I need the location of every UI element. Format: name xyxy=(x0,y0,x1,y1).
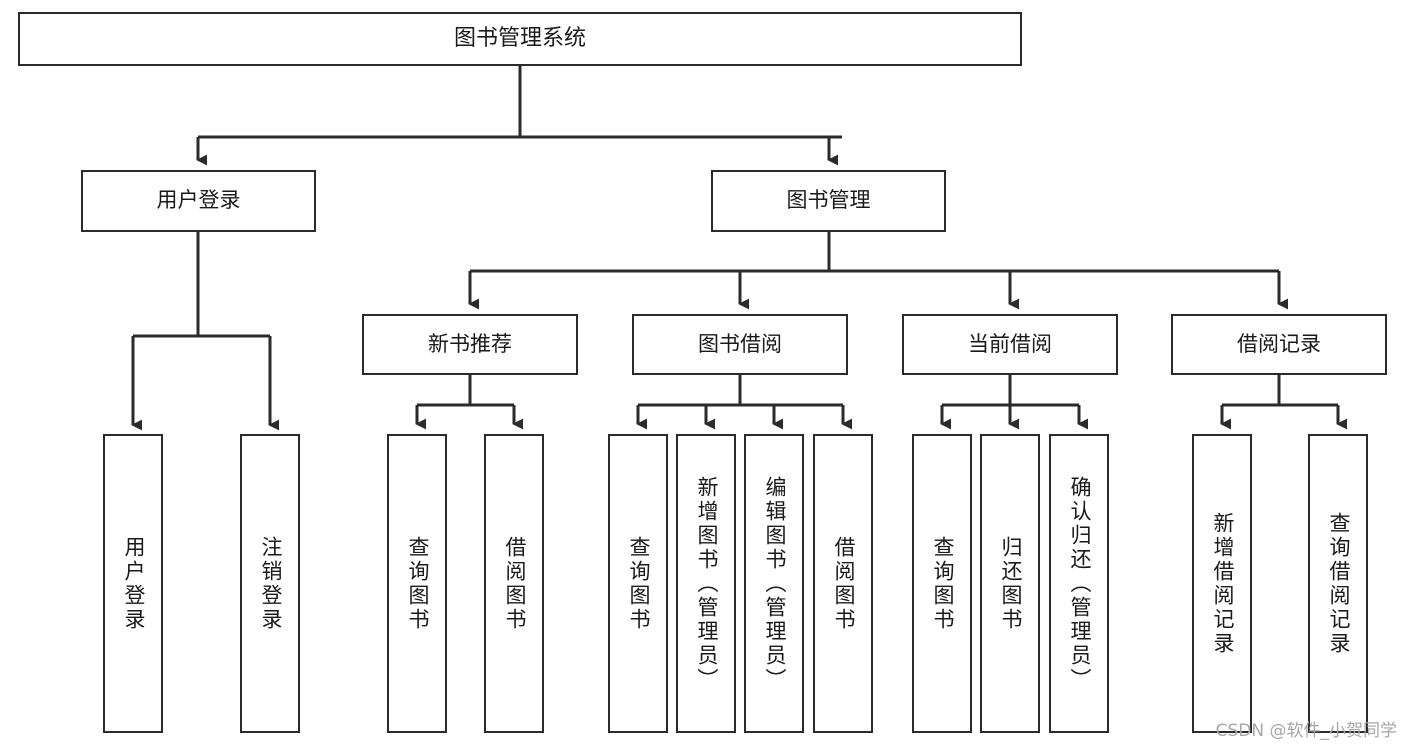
node-root-book-management-system[interactable]: 图书管理系统 xyxy=(18,12,1022,66)
node-label: 查询借阅记录 xyxy=(1326,511,1351,656)
node-borrow-record[interactable]: 借阅记录 xyxy=(1171,314,1387,375)
node-leaf-current-borrow-confirm-return[interactable]: 确认归还（管理员） xyxy=(1049,434,1109,733)
node-leaf-current-borrow-return[interactable]: 归还图书 xyxy=(980,434,1040,733)
node-leaf-book-borrow-lend[interactable]: 借阅图书 xyxy=(813,434,873,733)
node-leaf-new-book-query[interactable]: 查询图书 xyxy=(387,434,447,733)
node-label: 新增图书（管理员） xyxy=(694,475,719,692)
node-leaf-book-borrow-query[interactable]: 查询图书 xyxy=(608,434,668,733)
node-label: 用户登录 xyxy=(156,188,241,213)
node-label: 用户登录 xyxy=(121,535,146,632)
node-label: 编辑图书（管理员） xyxy=(762,475,787,692)
node-leaf-user-login-signin[interactable]: 用户登录 xyxy=(103,434,163,733)
node-label: 查询图书 xyxy=(405,535,430,632)
node-label: 借阅记录 xyxy=(1237,331,1321,356)
node-label: 图书借阅 xyxy=(698,331,782,356)
node-label: 图书管理 xyxy=(786,188,871,213)
node-label: 新书推荐 xyxy=(428,331,512,356)
node-book-management[interactable]: 图书管理 xyxy=(711,170,946,232)
node-label: 归还图书 xyxy=(998,535,1023,632)
node-label: 注销登录 xyxy=(258,535,283,632)
node-leaf-current-borrow-query[interactable]: 查询图书 xyxy=(912,434,972,733)
node-leaf-user-login-signout[interactable]: 注销登录 xyxy=(240,434,300,733)
node-leaf-new-book-borrow[interactable]: 借阅图书 xyxy=(484,434,544,733)
node-book-borrow[interactable]: 图书借阅 xyxy=(632,314,848,375)
node-label: 确认归还（管理员） xyxy=(1067,475,1092,692)
node-user-login[interactable]: 用户登录 xyxy=(81,170,316,232)
node-label: 查询图书 xyxy=(626,535,651,632)
node-label: 新增借阅记录 xyxy=(1210,511,1235,656)
node-leaf-borrow-record-add[interactable]: 新增借阅记录 xyxy=(1192,434,1252,733)
node-leaf-borrow-record-query[interactable]: 查询借阅记录 xyxy=(1308,434,1368,733)
node-current-borrow[interactable]: 当前借阅 xyxy=(902,314,1118,375)
node-leaf-book-borrow-add[interactable]: 新增图书（管理员） xyxy=(676,434,736,733)
node-label: 查询图书 xyxy=(930,535,955,632)
node-label: 借阅图书 xyxy=(502,535,527,632)
node-label: 当前借阅 xyxy=(968,331,1052,356)
node-label: 借阅图书 xyxy=(831,535,856,632)
node-leaf-book-borrow-edit[interactable]: 编辑图书（管理员） xyxy=(744,434,804,733)
node-label: 图书管理系统 xyxy=(453,26,586,52)
node-new-book-recommend[interactable]: 新书推荐 xyxy=(362,314,578,375)
